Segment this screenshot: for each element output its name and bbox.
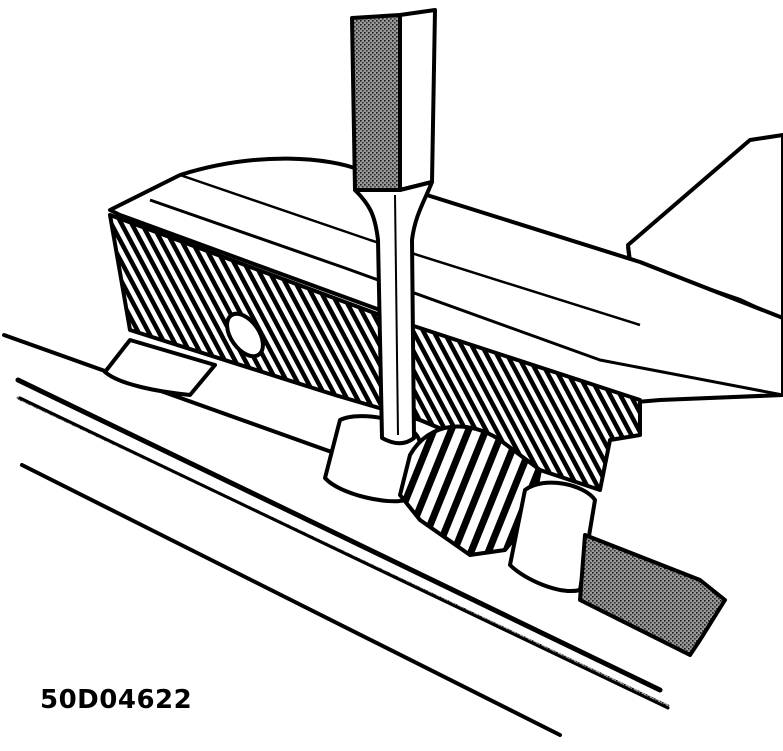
output-shaft	[578, 533, 727, 657]
hatched-face	[108, 213, 642, 492]
set-screw-hole	[225, 311, 265, 359]
figure-id-label: 50D04622	[40, 685, 193, 715]
gear	[398, 424, 542, 557]
rail-shoe	[103, 338, 217, 397]
transmission-case	[2, 333, 670, 737]
punch-tool	[350, 8, 437, 446]
